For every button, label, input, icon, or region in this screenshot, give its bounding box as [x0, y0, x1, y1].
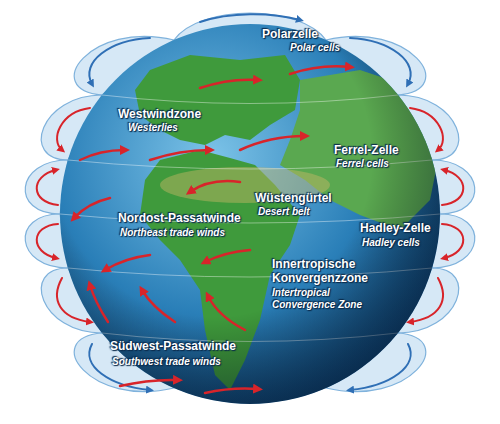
- wind-name-english: Southwest trade winds: [112, 356, 221, 368]
- zone-name: Innertropische Konvergenzzone: [272, 258, 378, 286]
- trade-wind-arrow: [142, 290, 175, 322]
- wind-name: Südwest-Passatwinde: [110, 340, 236, 354]
- wind-name-english: Northeast trade winds: [120, 227, 225, 239]
- westerly-arrow: [240, 136, 305, 150]
- cell-name: Ferrel-Zelle: [334, 144, 399, 158]
- trade-wind-arrow: [74, 198, 110, 218]
- cell-arrow: [37, 170, 58, 205]
- trade-wind-arrow: [90, 285, 108, 322]
- wind-zone-name: Westwindzone: [118, 108, 201, 122]
- cell-name: Hadley-Zelle: [360, 222, 431, 236]
- globe-ocean: [60, 24, 440, 404]
- trade-wind-arrow: [105, 255, 150, 270]
- cell-name-english: Polar cells: [290, 42, 340, 54]
- westerly-arrow: [290, 66, 350, 74]
- westerly-arrow: [200, 80, 258, 88]
- cell-arrow: [37, 224, 58, 258]
- cell-name-english: Ferrel cells: [336, 158, 389, 170]
- cell-arrow: [200, 14, 300, 22]
- zone-name-english: Intertropical Convergence Zone: [272, 287, 368, 310]
- wind-name: Nordost-Passatwinde: [118, 212, 241, 226]
- cell-arrow: [442, 170, 463, 205]
- cell-name-english: Hadley cells: [362, 237, 420, 249]
- cell-arrow: [442, 224, 463, 258]
- cell-name: Polarzelle: [262, 28, 318, 42]
- trade-wind-arrow: [190, 181, 240, 192]
- wind-zone-name-english: Westerlies: [128, 122, 178, 134]
- trade-wind-arrow: [205, 250, 250, 262]
- trade-wind-arrow: [208, 296, 245, 330]
- globe-shading: [60, 24, 440, 404]
- zone-name-english: Desert belt: [258, 206, 310, 218]
- westerly-arrow: [120, 380, 178, 386]
- zone-name: Wüstengürtel: [255, 192, 332, 206]
- westerly-arrow: [150, 150, 210, 160]
- westerly-arrow: [80, 150, 125, 160]
- westerly-arrow: [205, 389, 258, 394]
